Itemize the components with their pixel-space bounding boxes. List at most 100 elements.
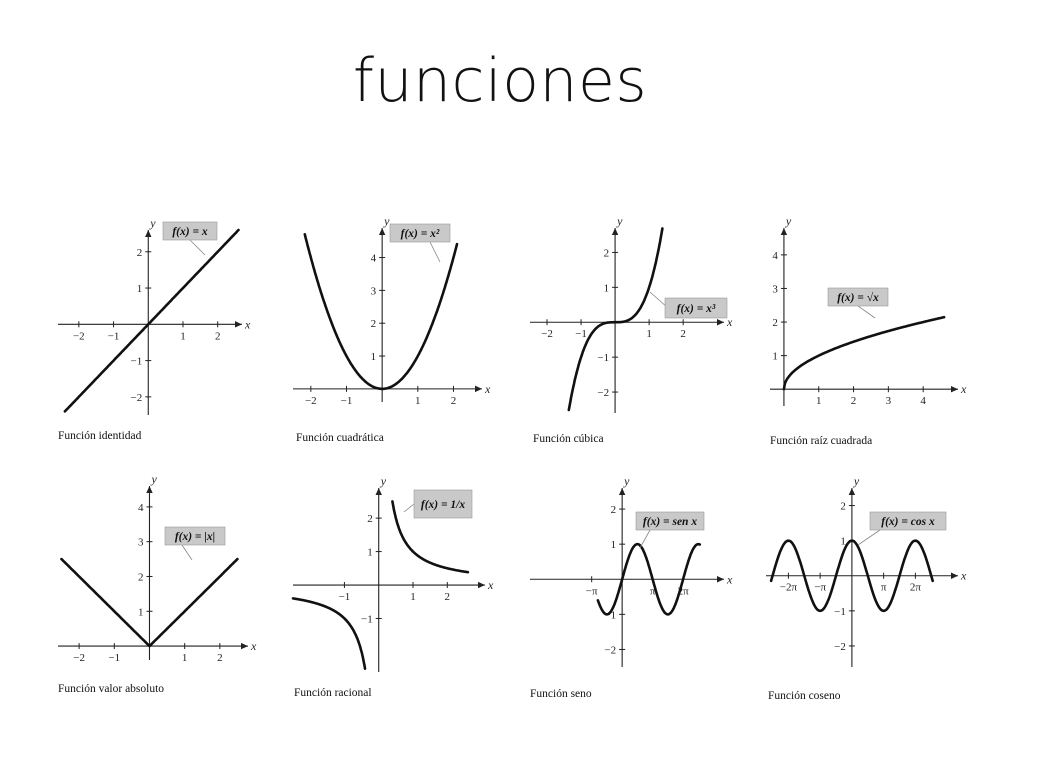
x-tick-label: 2π: [678, 585, 690, 597]
formula-label-box: [413, 489, 473, 519]
x-axis-label: x: [726, 572, 733, 586]
formula-leader-line: [639, 529, 651, 549]
x-tick-label: −2: [305, 395, 317, 407]
formula-label-box: [389, 223, 451, 243]
x-tick-label: 2: [851, 395, 857, 407]
x-tick-label: −π: [586, 585, 598, 597]
graph-caption: Función valor absoluto: [58, 683, 164, 695]
x-tick-label: π: [881, 582, 887, 594]
x-axis-arrow: [478, 581, 485, 589]
x-tick-label: −2: [73, 652, 85, 664]
x-axis-arrow: [475, 385, 482, 393]
x-tick-label: 2: [217, 652, 223, 664]
y-tick-label: 4: [138, 502, 144, 514]
x-axis-arrow: [235, 321, 242, 328]
x-tick-label: 2: [215, 330, 221, 342]
formula-leader-line: [181, 544, 193, 561]
x-axis-label: x: [250, 639, 257, 653]
y-axis-label: y: [150, 472, 157, 486]
y-axis-label: y: [785, 214, 792, 228]
x-tick-label: −2: [73, 330, 85, 342]
x-tick-label: −1: [108, 652, 120, 664]
formula-label: f(x) = |x|: [175, 531, 215, 543]
y-tick-label: 1: [371, 351, 377, 363]
formula-label: f(x) = x²: [401, 228, 440, 240]
x-axis-arrow: [951, 572, 958, 579]
x-axis-label: x: [960, 382, 967, 396]
y-tick-label: −2: [597, 387, 609, 399]
x-tick-label: −1: [108, 330, 120, 342]
x-tick-label: 1: [180, 330, 186, 342]
y-tick-label: 4: [371, 253, 377, 265]
x-tick-label: 3: [886, 395, 892, 407]
x-tick-label: 1: [816, 395, 822, 407]
x-axis-arrow: [951, 386, 958, 393]
x-tick-label: π: [650, 585, 656, 597]
formula-label: f(x) = sen x: [643, 516, 697, 528]
y-tick-label: 1: [137, 283, 143, 295]
y-tick-label: 1: [604, 282, 610, 294]
graph-caption: Función cúbica: [533, 433, 604, 445]
y-tick-label: 2: [611, 504, 617, 516]
y-tick-label: 2: [371, 318, 377, 330]
y-tick-label: 1: [138, 606, 144, 618]
y-tick-label: −1: [131, 356, 143, 368]
x-axis-label: x: [960, 569, 967, 583]
y-axis-arrow: [848, 488, 856, 495]
x-tick-label: 4: [920, 395, 926, 407]
x-tick-label: −2: [541, 328, 553, 340]
graph-caption: Función seno: [530, 688, 592, 700]
formula-leader-line: [403, 503, 415, 513]
y-axis-arrow: [375, 488, 382, 495]
x-axis-label: x: [484, 382, 491, 396]
x-tick-label: 1: [410, 591, 416, 603]
function-curve: [63, 228, 240, 413]
y-axis-label: y: [853, 474, 860, 488]
y-tick-label: 2: [137, 247, 143, 259]
y-tick-label: 1: [840, 536, 846, 548]
y-axis-label: y: [616, 214, 623, 228]
x-tick-label: 2: [451, 395, 457, 407]
graph-caption: Función cuadrática: [296, 432, 384, 444]
x-tick-label: 2: [445, 591, 451, 603]
formula-label-box: [827, 287, 889, 307]
y-axis-arrow: [378, 228, 386, 235]
y-tick-label: −1: [604, 609, 616, 621]
x-axis-label: x: [487, 578, 494, 592]
graph-caption: Función identidad: [58, 430, 142, 442]
x-axis-arrow: [717, 319, 724, 326]
x-tick-label: −1: [341, 395, 353, 407]
x-tick-label: 2π: [910, 582, 922, 594]
slide-title: funciones: [352, 46, 648, 116]
y-tick-label: −1: [361, 613, 373, 625]
formula-leader-line: [429, 241, 441, 263]
formula-label-box: [162, 221, 218, 241]
y-tick-label: 2: [772, 317, 778, 329]
y-tick-label: 3: [371, 285, 377, 297]
y-axis-label: y: [380, 474, 387, 488]
graph-caption: Función coseno: [768, 690, 841, 702]
y-axis-label: y: [149, 216, 156, 230]
y-tick-label: −2: [834, 641, 846, 653]
x-tick-label: 1: [415, 395, 421, 407]
formula-leader-line: [857, 305, 876, 319]
graph-caption: Función racional: [294, 687, 372, 699]
function-curve: [782, 315, 946, 391]
x-axis-arrow: [241, 642, 248, 650]
x-tick-label: −1: [339, 591, 351, 603]
y-axis-arrow: [146, 486, 153, 493]
function-curve: [567, 227, 664, 412]
y-axis-label: y: [623, 474, 630, 488]
x-tick-label: 2: [680, 328, 686, 340]
y-tick-label: −2: [131, 392, 143, 404]
y-tick-label: 2: [367, 513, 373, 525]
y-axis-arrow: [611, 228, 619, 235]
y-tick-label: 2: [138, 571, 144, 583]
y-tick-label: 3: [138, 537, 144, 549]
x-tick-label: −π: [814, 582, 826, 594]
